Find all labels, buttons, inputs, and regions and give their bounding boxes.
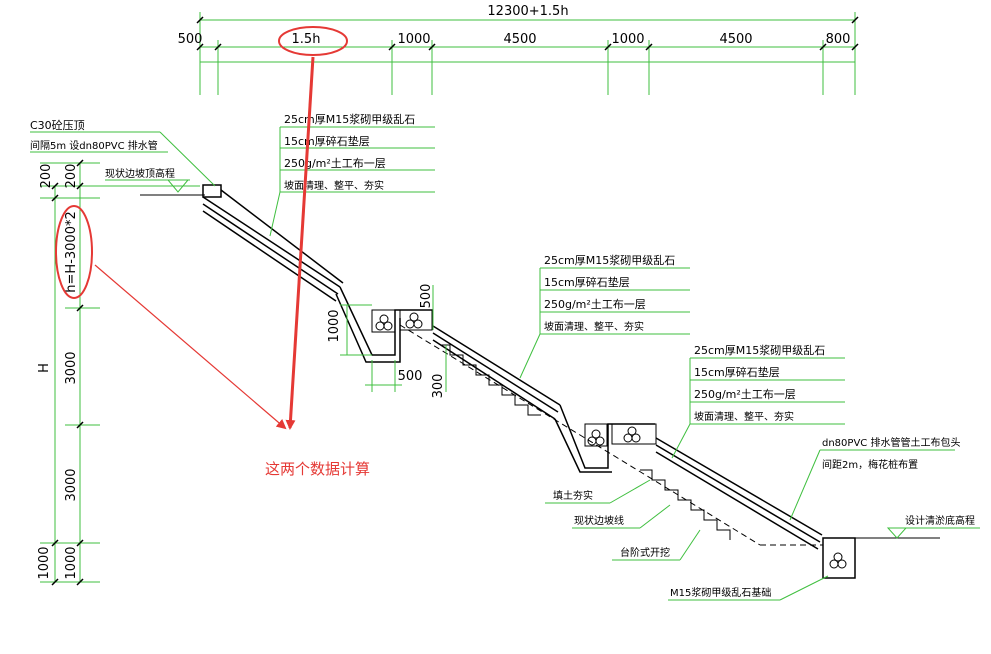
group2-layer-1: 25cm厚M15浆砌甲级乱石: [544, 253, 675, 267]
highlight-circle-top: [278, 26, 348, 56]
dim-seg-1000-b: 1000: [611, 32, 644, 47]
top-dimension-chain: [199, 12, 856, 95]
highlight-circle-left: [55, 205, 93, 299]
slope-structure: [140, 184, 940, 579]
group1-layer-1: 25cm厚M15浆砌甲级乱石: [284, 112, 415, 126]
annotation-arrow-top: [285, 56, 315, 430]
label-cap: C30砼压顶: [30, 119, 85, 132]
annotation-note: 这两个数据计算: [265, 460, 370, 478]
group3-layer-4: 坡面清理、整平、夯实: [694, 410, 794, 423]
leader-lines: [30, 126, 980, 601]
label-excavation: 台阶式开挖: [620, 546, 670, 559]
group2-layer-3: 250g/m²土工布一层: [544, 298, 646, 311]
group2-layer-4: 坡面清理、整平、夯实: [544, 320, 644, 333]
label-drain-head-1: dn80PVC 排水管管土工布包头: [822, 436, 960, 449]
dim-berm-rise: 500: [419, 284, 434, 309]
dim-left-200-a: 200: [39, 164, 54, 189]
label-crest: 现状边坡顶高程: [105, 167, 175, 180]
label-fill: 填土夯实: [553, 489, 593, 502]
dim-left-200-b: 200: [64, 164, 79, 189]
dim-left-h-formula: h=H-3000*2: [64, 211, 79, 292]
group2-layer-2: 15cm厚碎石垫层: [544, 275, 630, 289]
label-foundation: M15浆砌甲级乱石基础: [670, 586, 771, 599]
group1-layer-2: 15cm厚碎石垫层: [284, 134, 370, 148]
dim-berm-width: 500: [398, 369, 423, 384]
dim-berm-step: 300: [431, 374, 446, 399]
dim-seg-4500-a: 4500: [503, 32, 536, 47]
dim-seg-1000-a: 1000: [397, 32, 430, 47]
label-drain-head-2: 间距2m，梅花桩布置: [822, 458, 918, 471]
label-bottom-elev: 设计清淤底高程: [905, 514, 975, 527]
berm-dimensions: [340, 285, 447, 392]
dim-seg-500: 500: [178, 32, 203, 47]
dim-seg-4500-b: 4500: [719, 32, 752, 47]
group1-layer-3: 250g/m²土工布一层: [284, 157, 386, 170]
left-dimension-ticks: [51, 159, 84, 586]
top-dimension-ticks: [196, 16, 859, 51]
dim-overall: 12300+1.5h: [487, 4, 568, 19]
left-dimension-chain: [40, 162, 200, 583]
dim-seg-1-5h: 1.5h: [292, 32, 321, 47]
dim-left-1000-b: 1000: [64, 546, 79, 579]
ditch-stones: [375, 312, 847, 569]
dim-left-1000-a: 1000: [37, 546, 52, 579]
group3-layer-1: 25cm厚M15浆砌甲级乱石: [694, 343, 825, 357]
label-drain: 间隔5m 设dn80PVC 排水管: [30, 139, 158, 152]
elevation-marker-bottom: [886, 527, 908, 539]
group3-layer-2: 15cm厚碎石垫层: [694, 365, 780, 379]
group1-layer-4: 坡面清理、整平、夯实: [284, 179, 384, 192]
dim-seg-800: 800: [826, 32, 851, 47]
annotation-arrow-left: [94, 264, 287, 430]
label-existing: 现状边坡线: [574, 514, 624, 527]
dim-left-3000-b: 3000: [64, 468, 79, 501]
dim-berm-depth: 1000: [327, 309, 342, 342]
group3-layer-3: 250g/m²土工布一层: [694, 388, 796, 401]
dim-left-3000-a: 3000: [64, 351, 79, 384]
dim-left-h: H: [37, 363, 52, 373]
